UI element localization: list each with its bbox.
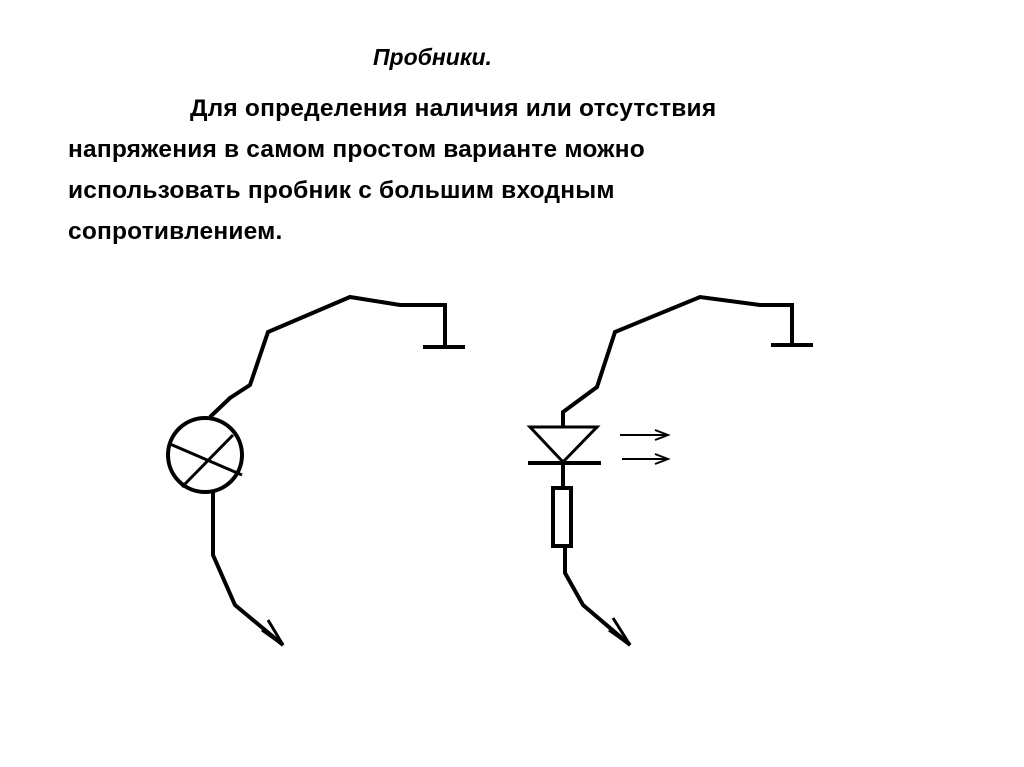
probe-tip-arrow <box>261 619 285 647</box>
diode-icon <box>526 425 601 465</box>
lamp-icon <box>166 416 244 494</box>
light-emission-arrows-icon <box>620 429 671 465</box>
probe-tip-arrow <box>608 617 632 647</box>
lamp-cross-2 <box>180 433 235 489</box>
slide-title: Пробники. <box>373 44 492 70</box>
paragraph-line-2: напряжения в самом простом варианте можн… <box>68 136 645 163</box>
led-probe-lower-wire <box>563 546 632 647</box>
lamp-probe-lower-wire <box>211 492 285 647</box>
lamp-probe-upper-wire <box>208 294 447 419</box>
lamp-probe <box>166 294 465 647</box>
resistor-icon <box>551 486 573 548</box>
paragraph-line-4: сопротивлением. <box>68 218 283 245</box>
paragraph-line-3: использовать пробник с большим входным <box>68 177 615 204</box>
paragraph-line-1: Для определения наличия или отсутствия <box>190 95 717 122</box>
led-probe-upper-wire <box>561 294 794 427</box>
lamp-cross-1 <box>169 442 243 477</box>
led-probe <box>526 294 813 647</box>
